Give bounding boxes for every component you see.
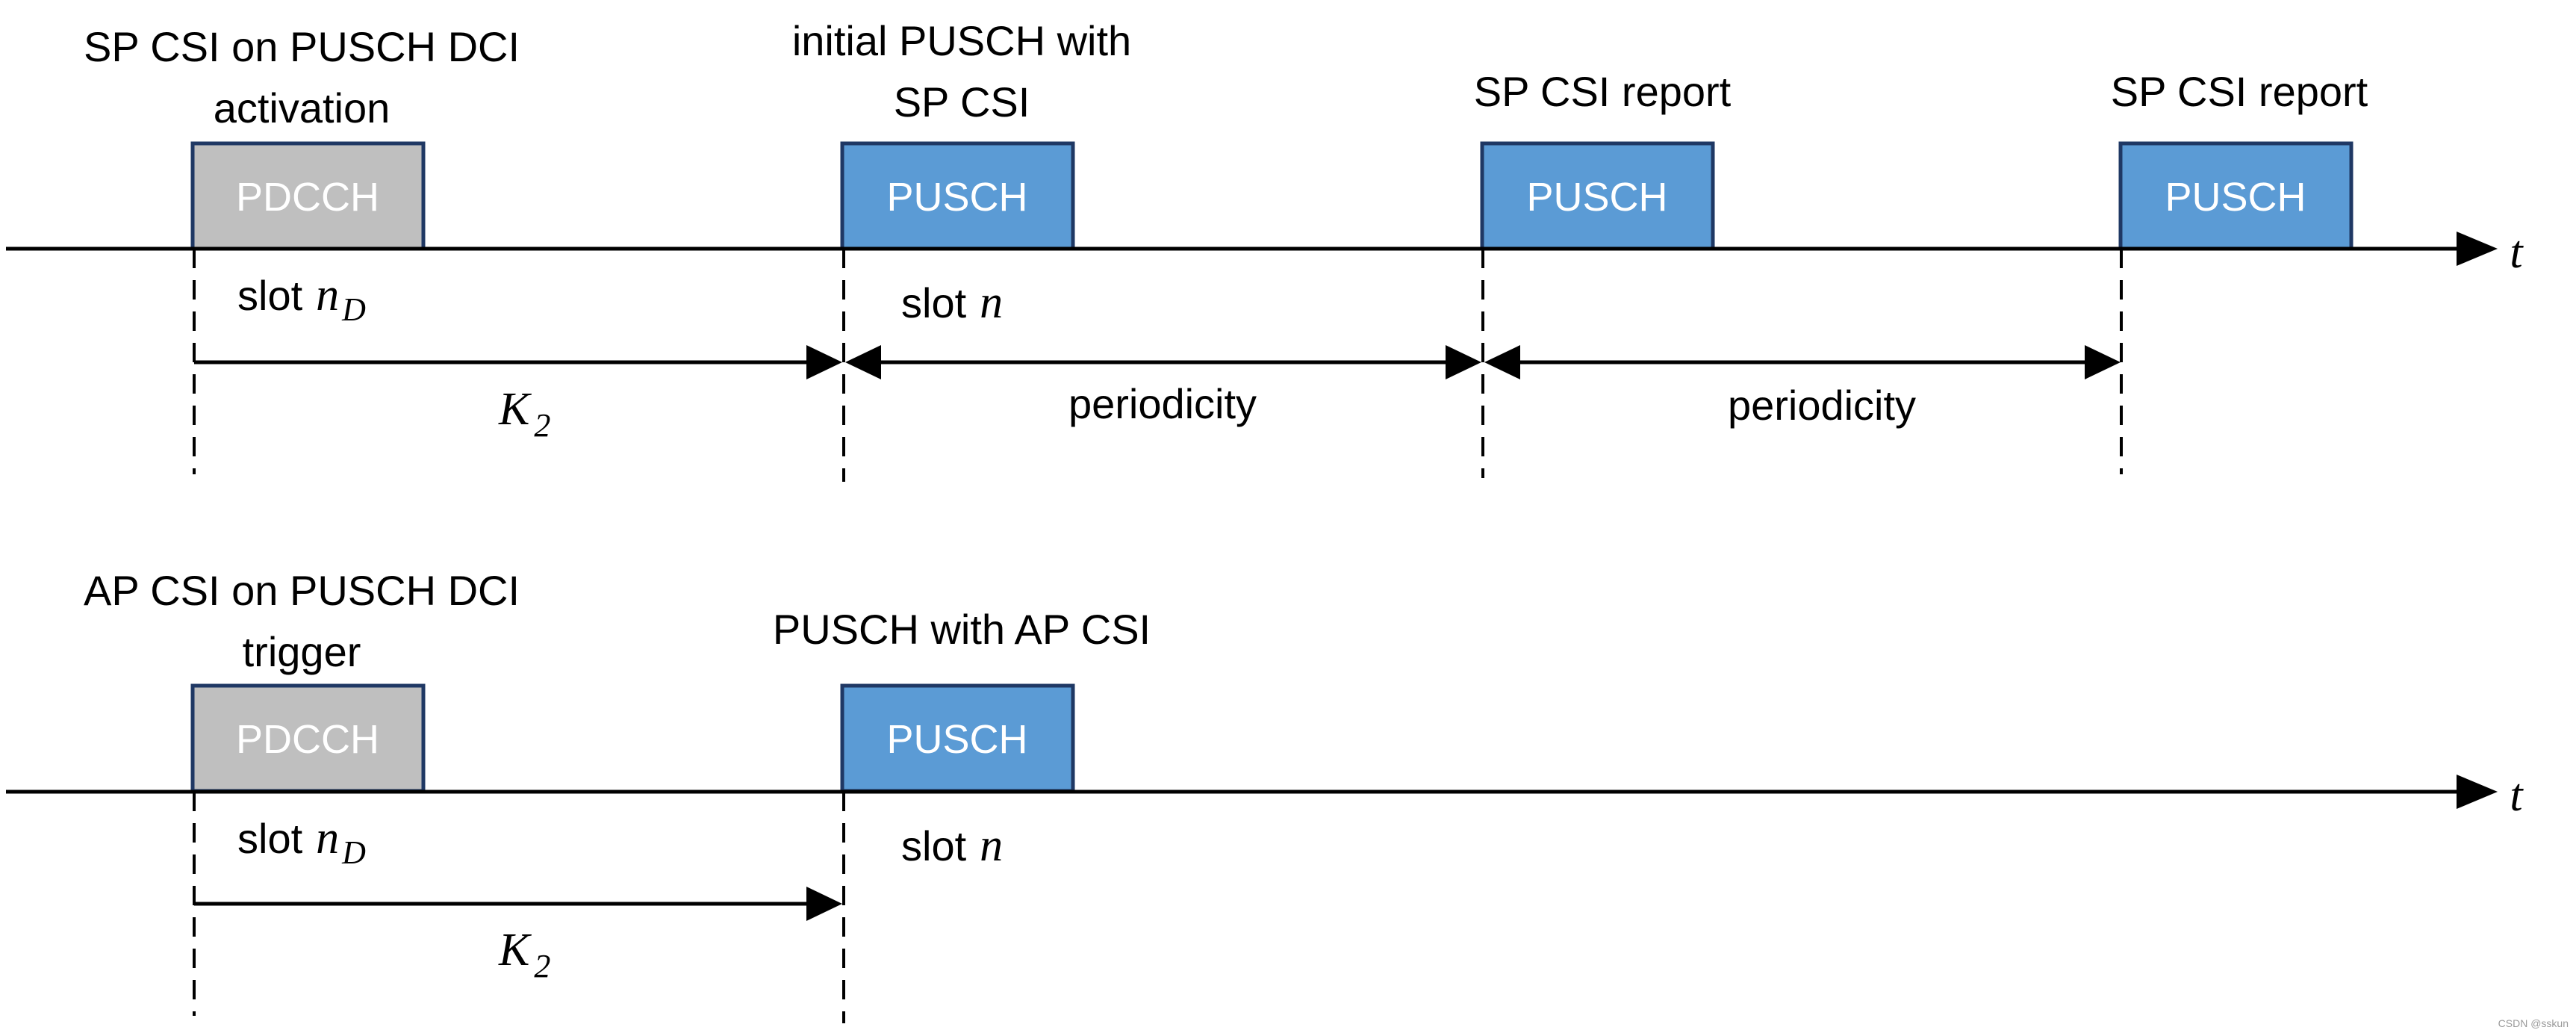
slot-nd-label: slot n D <box>237 270 366 328</box>
sp-csi-timeline: SP CSI on PUSCH DCI activation initial P… <box>6 17 2524 482</box>
pusch-box-label: PUSCH <box>886 175 1027 220</box>
periodicity-label-1: periodicity <box>1068 380 1257 427</box>
k2-arrowhead <box>806 345 842 379</box>
initial-pusch-label-line2: SP CSI <box>894 78 1030 125</box>
periodicity-arrowhead-left-1 <box>845 345 881 379</box>
pusch-ap-csi-label: PUSCH with AP CSI <box>773 606 1151 653</box>
ap-csi-timeline: AP CSI on PUSCH DCI trigger PUSCH with A… <box>6 567 2524 1023</box>
periodicity-arrowhead-left-2 <box>1484 345 1520 379</box>
slot-n-label: slot n <box>901 820 1003 871</box>
sp-csi-report-label-1: SP CSI report <box>1474 68 1732 115</box>
periodicity-arrowhead-right-1 <box>1446 345 1481 379</box>
time-axis-label: t <box>2510 770 2524 821</box>
time-axis-arrowhead <box>2457 775 2498 809</box>
pusch-box-report-1: PUSCH <box>1480 141 1715 251</box>
periodicity-arrowhead-right-2 <box>2085 345 2121 379</box>
trigger-label-line2: trigger <box>243 628 361 675</box>
k2-label: K 2 <box>498 384 550 444</box>
trigger-label-line1: AP CSI on PUSCH DCI <box>84 567 520 614</box>
periodicity-label-2: periodicity <box>1728 382 1916 429</box>
time-axis-label: t <box>2510 227 2524 278</box>
pdcch-box: PDCCH <box>190 683 426 793</box>
pusch-box-initial: PUSCH <box>840 141 1075 251</box>
pdcch-box: PDCCH <box>190 141 426 251</box>
sp-csi-report-label-2: SP CSI report <box>2111 68 2368 115</box>
pusch-box-label: PUSCH <box>2165 175 2306 220</box>
slot-n-label: slot n <box>901 277 1003 328</box>
slot-nd-label: slot n D <box>237 813 366 871</box>
k2-label: K 2 <box>498 925 550 984</box>
pdcch-box-label: PDCCH <box>236 717 379 762</box>
activation-label-line2: activation <box>214 84 391 131</box>
activation-label-line1: SP CSI on PUSCH DCI <box>84 23 520 70</box>
k2-arrowhead <box>806 887 842 921</box>
pusch-box-label: PUSCH <box>1526 175 1667 220</box>
watermark: CSDN @sskun <box>2498 1017 2569 1029</box>
pusch-box-report-2: PUSCH <box>2118 141 2353 251</box>
pusch-box-label: PUSCH <box>886 717 1027 762</box>
time-axis-arrowhead <box>2457 232 2498 266</box>
initial-pusch-label-line1: initial PUSCH with <box>792 17 1131 64</box>
pusch-box-ap: PUSCH <box>840 683 1075 793</box>
pdcch-box-label: PDCCH <box>236 175 379 220</box>
